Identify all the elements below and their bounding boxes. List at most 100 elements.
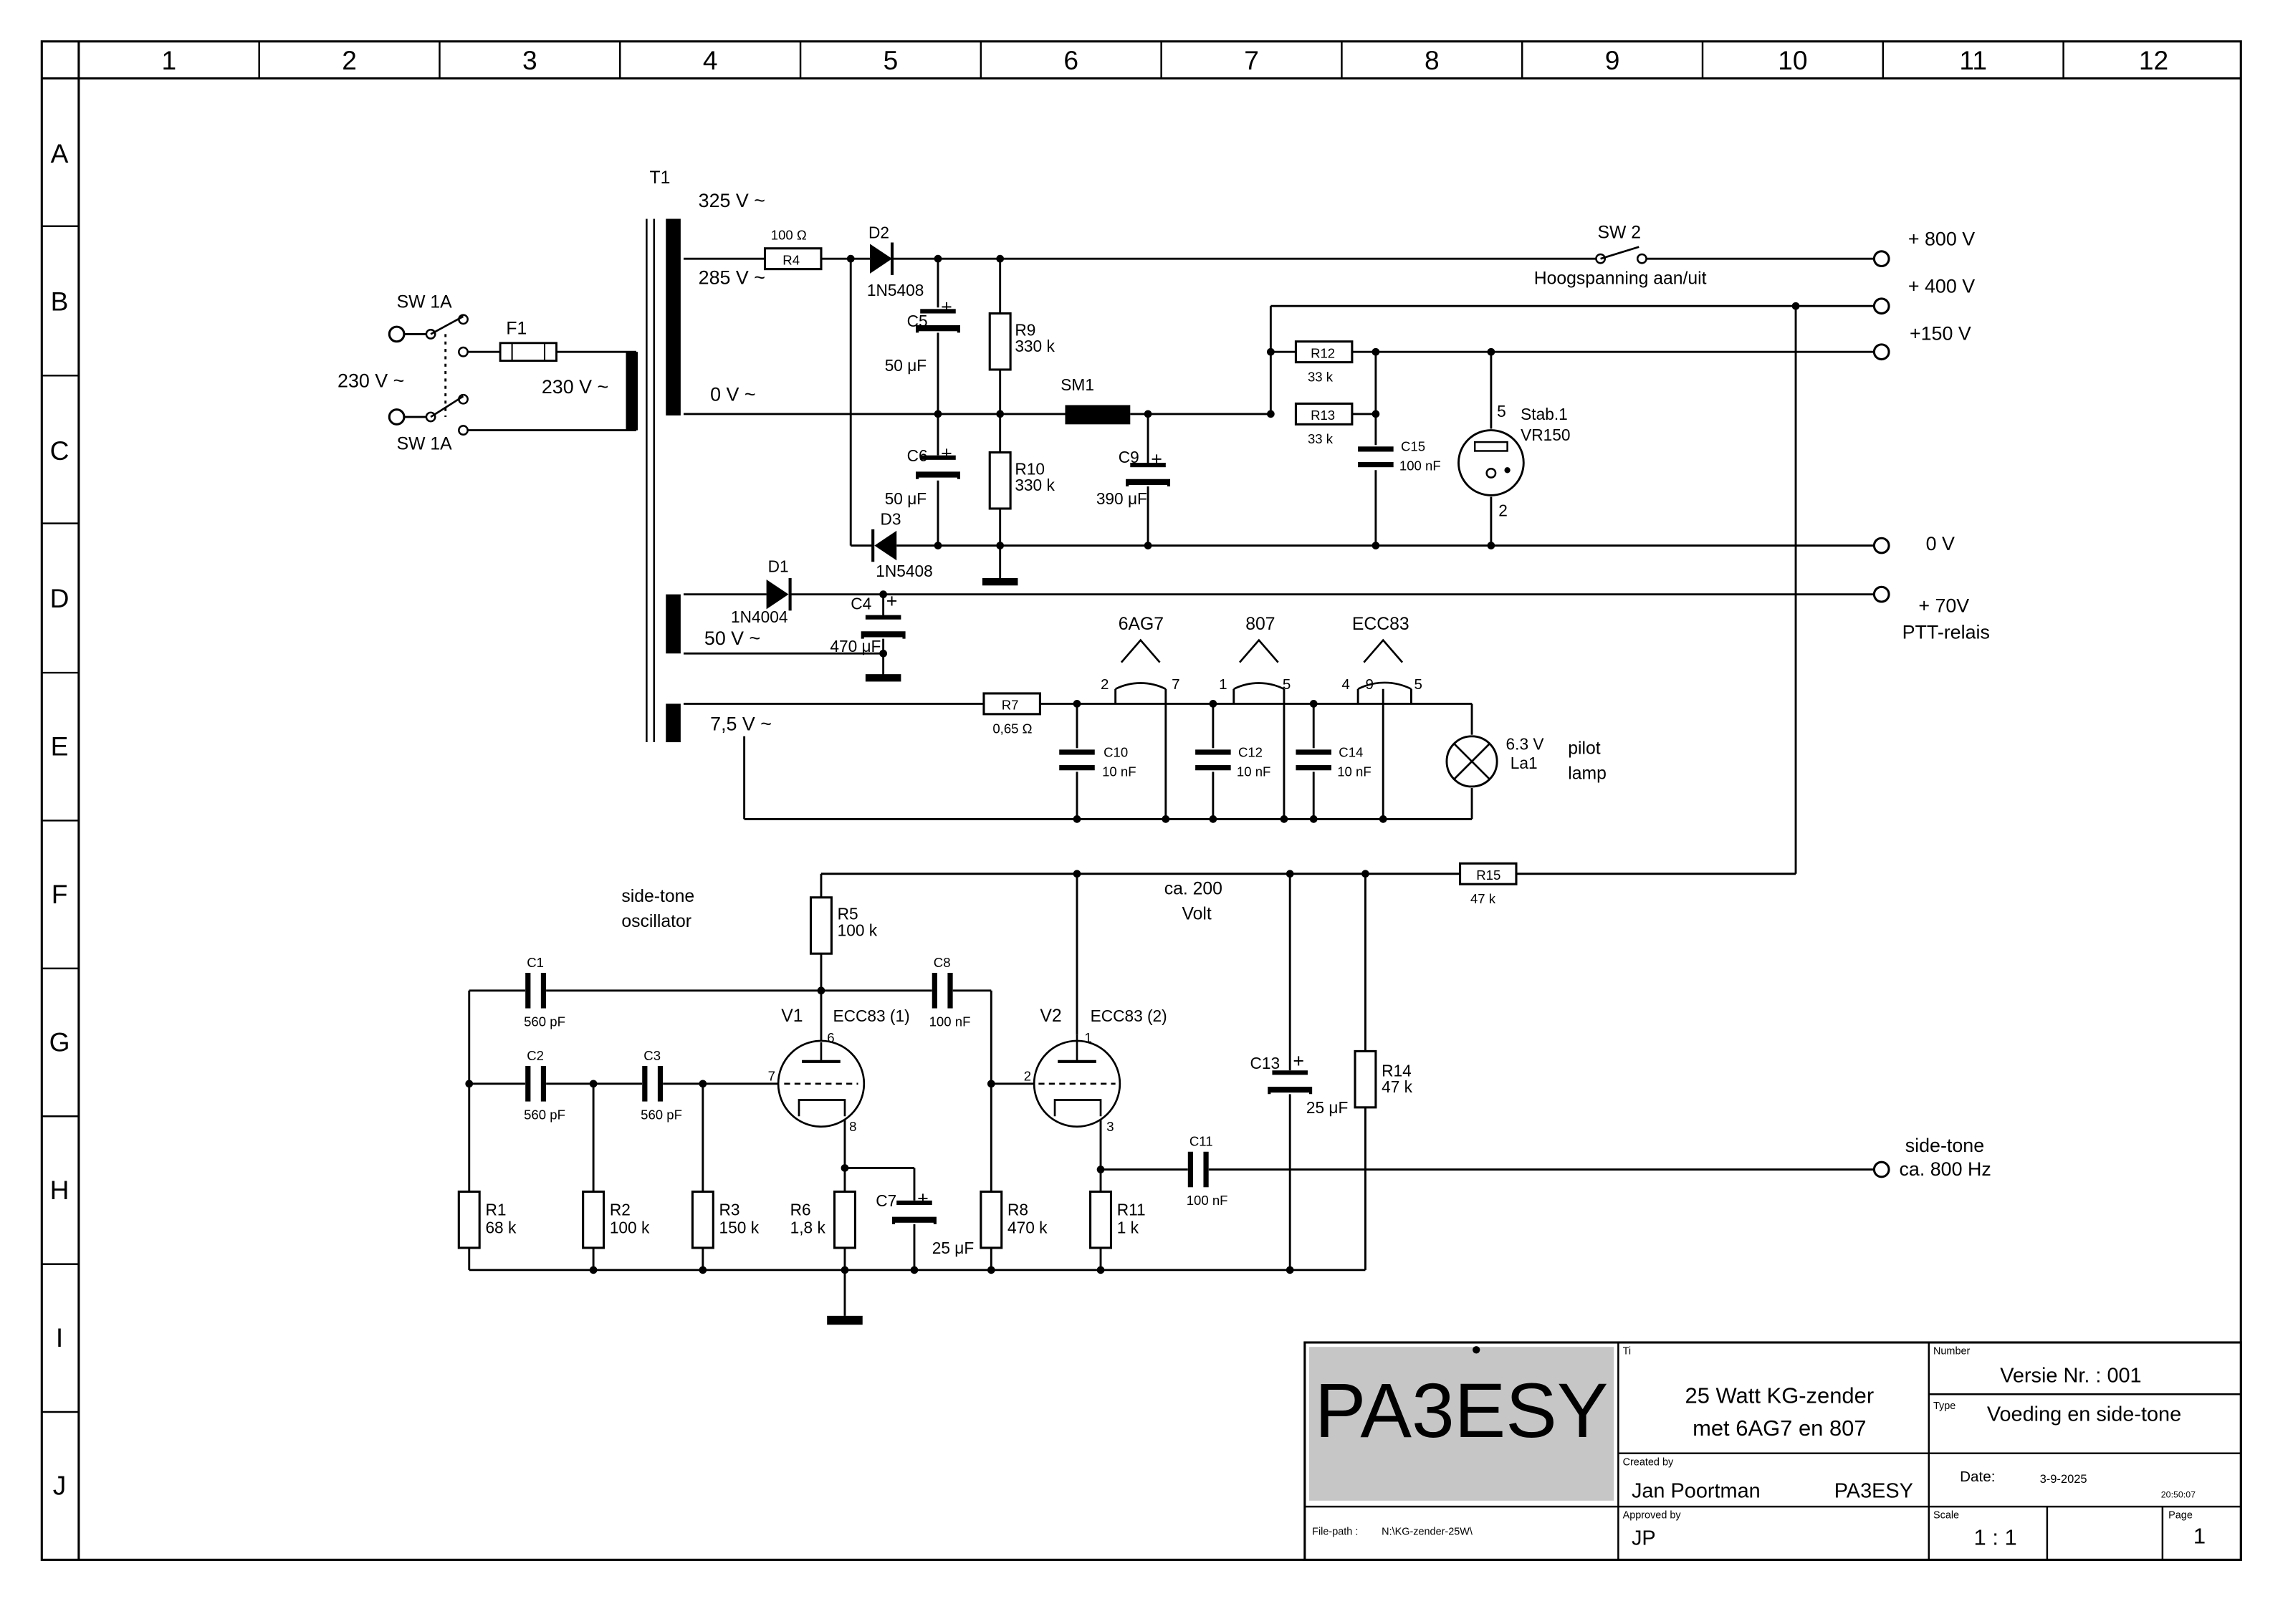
r3-value: 150 k <box>719 1218 760 1236</box>
row-label: H <box>50 1175 70 1205</box>
c10-value: 10 nF <box>1102 764 1136 779</box>
terminal-800v <box>1872 250 1890 268</box>
approved-value: JP <box>1632 1527 1656 1550</box>
col-label: 10 <box>1778 45 1807 75</box>
c9-plus: + <box>1151 448 1162 470</box>
c2-value: 560 pF <box>524 1107 565 1122</box>
title-block: PA3ESY Ti 25 Watt KG-zender met 6AG7 en … <box>1303 1341 2242 1561</box>
r3-label: R3 <box>719 1200 740 1219</box>
r2-value: 100 k <box>610 1218 650 1236</box>
row-label: J <box>53 1471 67 1501</box>
v2-pin: 2 <box>1024 1069 1031 1084</box>
v1-pin: 6 <box>827 1030 834 1045</box>
r6-value: 1,8 k <box>790 1218 826 1236</box>
tube-6ag7-filament <box>1115 638 1167 690</box>
sw2-desc: Hoogspanning aan/uit <box>1534 269 1707 288</box>
col-label: 2 <box>342 45 357 75</box>
filepath-label: File-path : <box>1312 1526 1358 1537</box>
resistor-r2 <box>582 1190 605 1249</box>
c15-label: C15 <box>1401 438 1425 453</box>
col-label: 1 <box>161 45 176 75</box>
switch-sw2 <box>1595 246 1647 264</box>
t1-primary-label: 230 V ~ <box>542 376 608 398</box>
capacitor-c2 <box>525 1066 547 1102</box>
capacitor-c7 <box>894 1201 935 1224</box>
c4-plus: + <box>886 590 898 612</box>
c7-value: 25 μF <box>932 1239 974 1257</box>
r11-label: R11 <box>1117 1200 1146 1219</box>
r10-label: R10 <box>1015 460 1045 479</box>
terminal-sidetone <box>1872 1161 1890 1178</box>
c15-value: 100 nF <box>1399 458 1441 473</box>
c13-label: C13 <box>1250 1054 1280 1072</box>
row-label: B <box>51 286 69 316</box>
c7-label: C7 <box>876 1191 896 1210</box>
lamp-value: 6.3 V <box>1506 734 1545 753</box>
sw2-label: SW 2 <box>1597 223 1641 242</box>
capacitor-c12 <box>1195 749 1231 771</box>
c8-value: 100 nF <box>929 1014 971 1029</box>
fuse-label: F1 <box>506 319 527 338</box>
c2-label: C2 <box>527 1048 544 1063</box>
tube-ecc83-pin: 5 <box>1414 676 1422 693</box>
tube-v2 <box>1033 1034 1121 1128</box>
date-value: 3-9-2025 <box>2040 1473 2087 1486</box>
sw1a-bottom-label: SW 1A <box>397 434 453 453</box>
d3-part: 1N5408 <box>876 562 932 580</box>
c1-value: 560 pF <box>524 1014 565 1029</box>
ground-symbol <box>982 577 1018 586</box>
diode-d3 <box>871 529 897 562</box>
c4-label: C4 <box>851 594 871 612</box>
c6-label: C6 <box>907 446 928 465</box>
r14-label: R14 <box>1382 1061 1412 1080</box>
t1-50-label: 50 V ~ <box>704 628 760 649</box>
mains-label: 230 V ~ <box>338 370 404 392</box>
row-label: G <box>49 1027 70 1057</box>
page-value: 1 <box>2193 1524 2206 1549</box>
pilot-lamp <box>1445 735 1498 788</box>
out-0v: 0 V <box>1926 533 1955 554</box>
lamp-label: La1 <box>1511 754 1538 772</box>
choke-sm1 <box>1065 405 1131 425</box>
c9-label: C9 <box>1119 448 1139 466</box>
out-800v: + 800 V <box>1908 229 1975 250</box>
v2-part: ECC83 (2) <box>1091 1006 1167 1025</box>
capacitor-c14 <box>1296 749 1331 771</box>
fuse-f1 <box>499 342 557 362</box>
r7-value: 0,65 Ω <box>992 721 1032 736</box>
date-label: Date: <box>1960 1469 1995 1485</box>
r15-value: 47 k <box>1470 891 1496 906</box>
tube-ecc83-label: ECC83 <box>1352 615 1409 634</box>
tube-807-filament <box>1233 638 1285 690</box>
c3-label: C3 <box>643 1048 661 1063</box>
c13-plus: + <box>1293 1050 1304 1072</box>
hv-note: ca. 200 <box>1164 880 1222 899</box>
type-label: Type <box>1933 1400 1955 1412</box>
col-label: 7 <box>1244 45 1259 75</box>
out-sidetone: side-tone <box>1905 1135 1984 1156</box>
c13-value: 25 μF <box>1306 1098 1348 1117</box>
c5-value: 50 μF <box>885 356 927 375</box>
t1-325-label: 325 V ~ <box>699 190 765 211</box>
tube-ecc83-pin: 4 <box>1341 676 1349 693</box>
r7-label: R7 <box>1002 698 1019 713</box>
capacitor-c1 <box>525 973 547 1009</box>
created-label: Created by <box>1623 1456 1674 1468</box>
capacitor-c11 <box>1187 1151 1209 1188</box>
resistor-r3 <box>691 1190 714 1249</box>
c11-label: C11 <box>1189 1133 1213 1148</box>
out-150v: +150 V <box>1910 323 1971 345</box>
r13-label: R13 <box>1311 408 1335 423</box>
v1-pin: 7 <box>768 1069 775 1084</box>
r2-label: R2 <box>610 1200 631 1219</box>
r5-value: 100 k <box>838 921 878 939</box>
c10-label: C10 <box>1104 745 1128 760</box>
r8-value: 470 k <box>1007 1218 1048 1236</box>
time-value: 20:50:07 <box>2161 1490 2196 1500</box>
row-label: A <box>51 138 69 168</box>
hv-supply: 100 Ω R4 D2 1N5408 D3 1N5408 + C5 50 μF … <box>763 223 1707 586</box>
row-label: E <box>51 731 69 761</box>
sm1-label: SM1 <box>1061 375 1094 394</box>
capacitor-c15 <box>1358 446 1394 468</box>
